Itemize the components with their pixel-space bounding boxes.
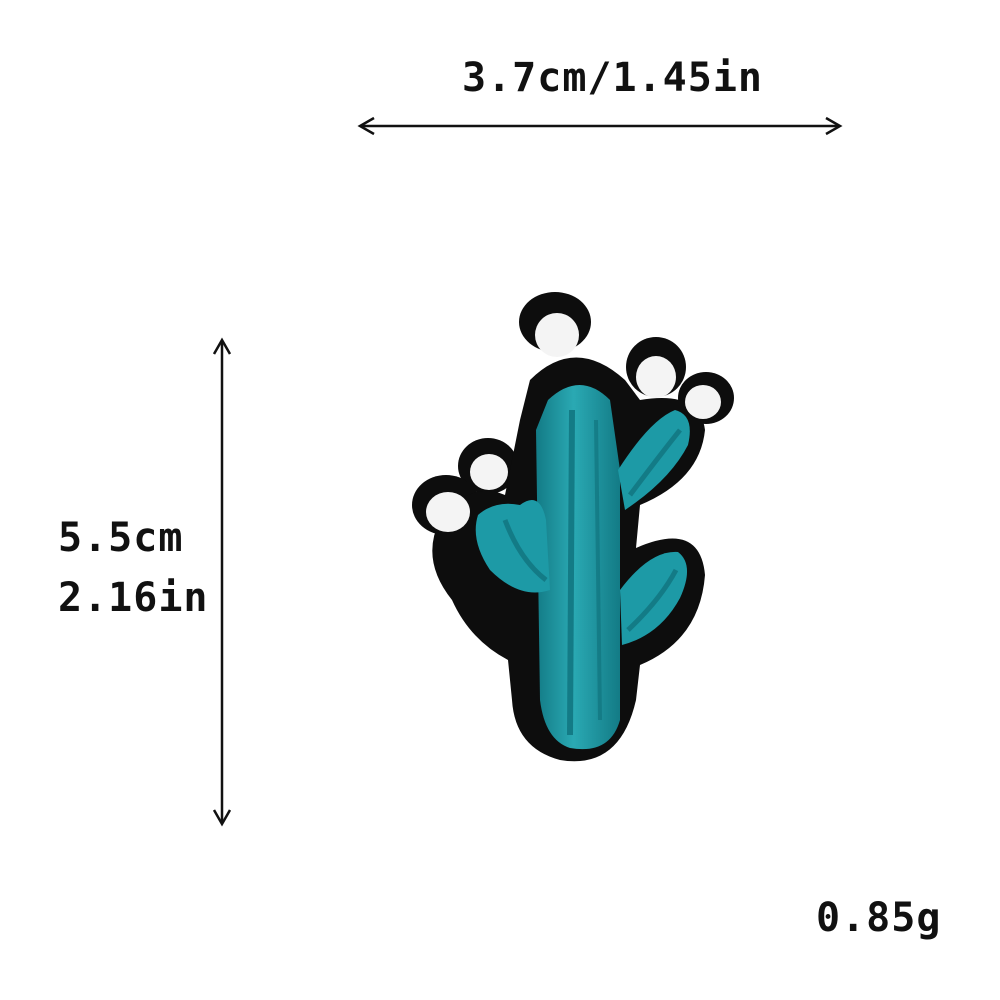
height-label-cm: 5.5cm bbox=[58, 515, 184, 561]
weight-label: 0.85g bbox=[816, 895, 942, 941]
height-label-in: 2.16in bbox=[58, 575, 209, 621]
cactus-flowers bbox=[426, 313, 721, 532]
width-label: 3.7cm/1.45in bbox=[462, 55, 763, 101]
cactus-body bbox=[475, 385, 690, 750]
